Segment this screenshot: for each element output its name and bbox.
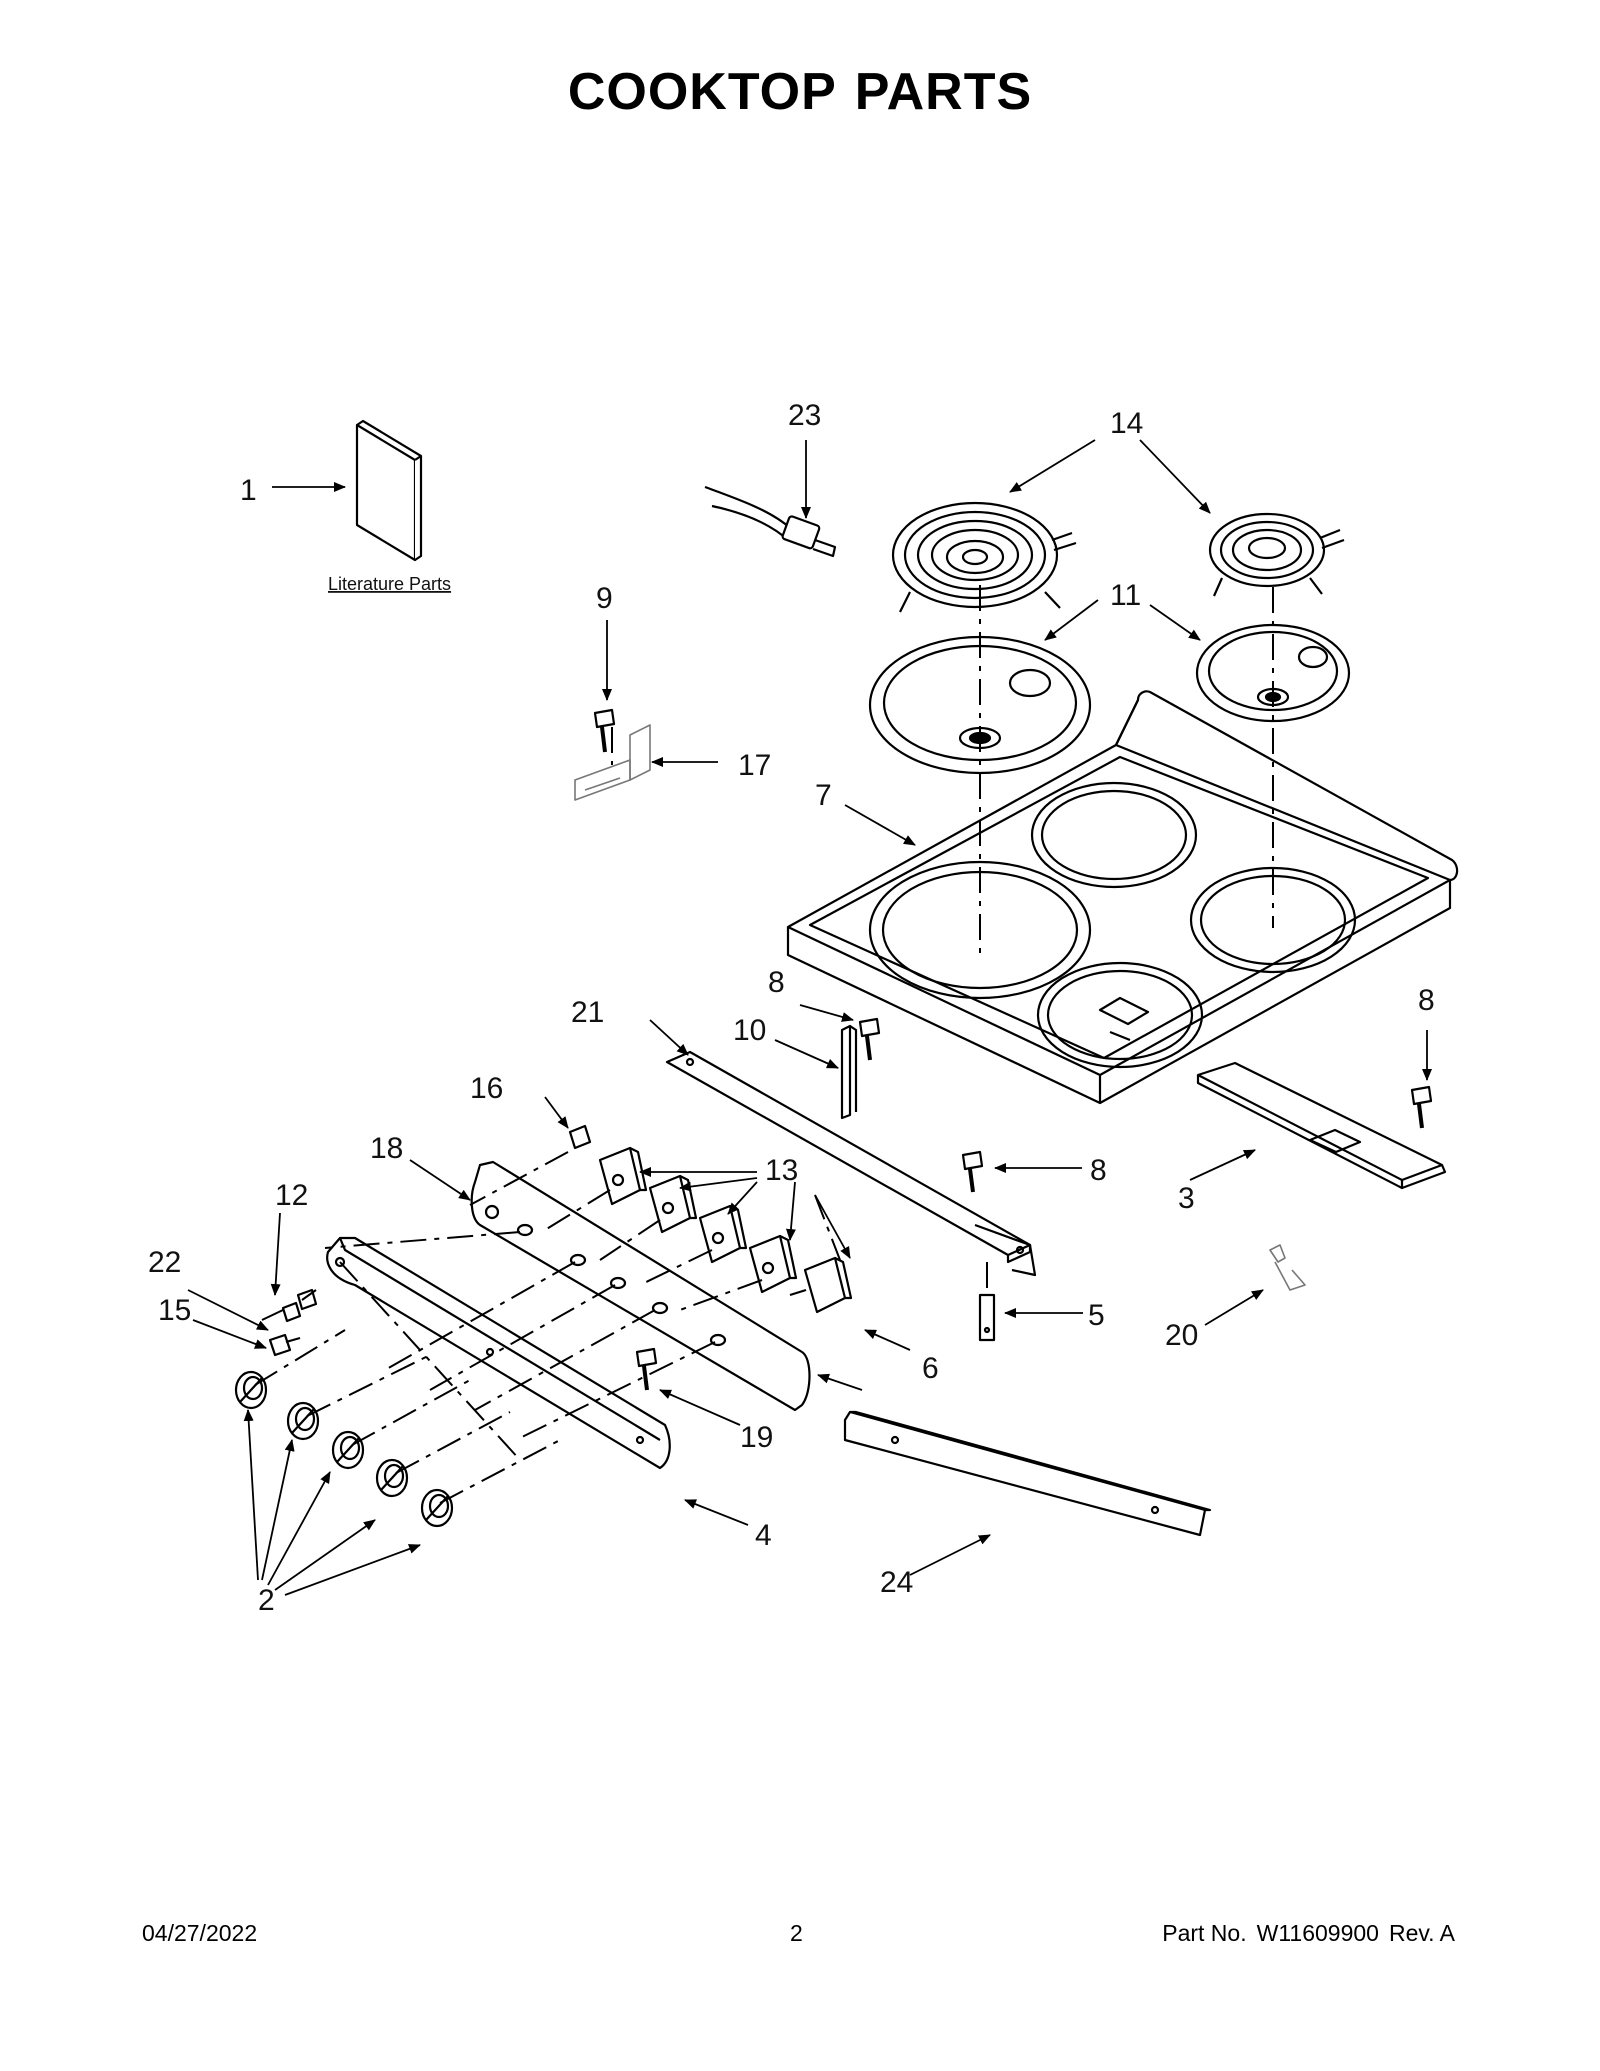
screw-part <box>961 1150 984 1193</box>
footer-part-number: Part No. W11609900 Rev. A <box>1162 1920 1455 1947</box>
callout-8-left: 8 <box>768 966 785 999</box>
control-knob <box>331 1430 365 1470</box>
callout-18: 18 <box>370 1132 403 1165</box>
title-word-parts: PARTS <box>854 63 1033 121</box>
callout-8-right: 8 <box>1418 984 1435 1017</box>
small-surface-element <box>1208 512 1345 597</box>
callout-11: 11 <box>1110 579 1141 612</box>
control-knob <box>375 1458 409 1498</box>
control-knob <box>420 1488 454 1528</box>
screw-part <box>1410 1085 1433 1129</box>
callout-2: 2 <box>258 1584 275 1617</box>
part-number-label: Part No. <box>1162 1920 1247 1946</box>
revision-label: Rev. A <box>1388 1920 1455 1946</box>
callout-22: 22 <box>148 1246 181 1279</box>
wire-clip-part <box>574 724 651 801</box>
callout-10: 10 <box>733 1014 766 1047</box>
callout-9: 9 <box>596 582 613 615</box>
wire-connector-part <box>704 485 837 558</box>
cooktop-main-top <box>786 690 1459 1105</box>
small-hardware-part <box>268 1288 318 1357</box>
callout-7: 7 <box>815 779 832 812</box>
screw-part <box>635 1347 658 1391</box>
callout-1: 1 <box>240 474 257 507</box>
footer-date: 04/27/2022 <box>142 1920 258 1946</box>
callout-5: 5 <box>1088 1299 1105 1332</box>
literature-booklet <box>355 419 423 562</box>
callout-19: 19 <box>740 1421 773 1454</box>
trim-strip <box>843 1410 1212 1537</box>
callout-24: 24 <box>880 1566 913 1599</box>
infinite-switch <box>648 1174 698 1234</box>
callout-12: 12 <box>275 1179 308 1212</box>
callout-20: 20 <box>1165 1319 1198 1352</box>
callout-17: 17 <box>738 749 771 782</box>
callout-23: 23 <box>788 399 821 432</box>
callout-6: 6 <box>922 1352 939 1385</box>
bracket-part <box>840 1024 858 1120</box>
clip-part <box>1269 1244 1306 1291</box>
callout-3: 3 <box>1178 1182 1195 1215</box>
control-switch <box>789 1256 853 1314</box>
small-connector-part <box>568 1124 592 1150</box>
page-title: COOKTOP PARTS <box>0 62 1600 122</box>
support-bracket <box>1196 1061 1447 1190</box>
large-surface-element <box>891 501 1077 613</box>
infinite-switch <box>698 1204 748 1264</box>
callout-14: 14 <box>1110 407 1143 440</box>
part-number-value: W11609900 <box>1256 1920 1379 1946</box>
title-word-cooktop: COOKTOP <box>567 63 837 121</box>
literature-parts-label: Literature Parts <box>328 574 451 594</box>
control-panel-front <box>326 1236 671 1470</box>
callout-13: 13 <box>765 1154 798 1187</box>
footer-page-number: 2 <box>790 1920 803 1946</box>
screw-part <box>593 708 616 753</box>
small-bracket-part <box>978 1293 996 1342</box>
callout-4: 4 <box>755 1519 772 1552</box>
callout-8-middle: 8 <box>1090 1154 1107 1187</box>
callout-21: 21 <box>571 996 604 1029</box>
infinite-switch <box>598 1146 648 1206</box>
control-knob <box>234 1370 268 1410</box>
control-knob <box>286 1401 320 1441</box>
infinite-switch <box>748 1234 798 1294</box>
callout-16: 16 <box>470 1072 503 1105</box>
screw-part <box>858 1017 881 1061</box>
callout-15: 15 <box>158 1294 191 1327</box>
